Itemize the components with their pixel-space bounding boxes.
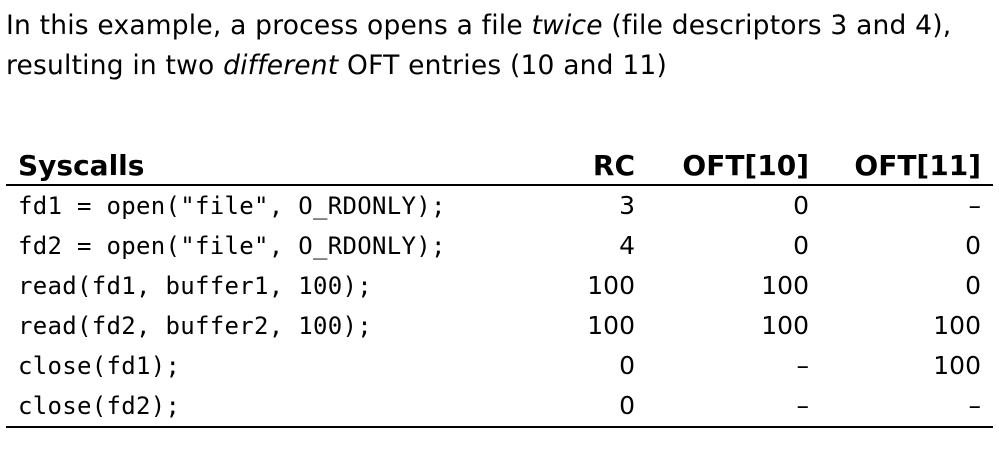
oft10-cell: 100 — [761, 271, 809, 300]
header-oft-10: OFT[10] — [647, 148, 821, 186]
table-row: read(fd2, buffer2, 100); 100 100 100 — [6, 306, 993, 346]
header-syscalls: Syscalls — [6, 148, 540, 186]
syscall-table: Syscalls RC OFT[10] OFT[11] fd1 = open("… — [6, 148, 993, 428]
table-header-row: Syscalls RC OFT[10] OFT[11] — [6, 148, 993, 186]
rc-cell: 4 — [619, 231, 635, 260]
header-oft-11: OFT[11] — [821, 148, 993, 186]
oft11-cell: 0 — [965, 231, 981, 260]
intro-text-1: In this example, a process opens a file — [6, 10, 532, 41]
table-row: read(fd1, buffer1, 100); 100 100 0 — [6, 266, 993, 306]
header-rc: RC — [540, 148, 647, 186]
oft11-cell: 100 — [933, 311, 981, 340]
table-row: close(fd1); 0 – 100 — [6, 346, 993, 386]
rc-cell: 100 — [587, 311, 635, 340]
intro-emphasis-different: different — [223, 50, 339, 81]
syscall-cell: fd1 = open("file", O_RDONLY); — [18, 192, 446, 220]
table-row: fd2 = open("file", O_RDONLY); 4 0 0 — [6, 226, 993, 266]
intro-text-2: (file descriptors 3 and 4), resulting in… — [6, 10, 952, 81]
table-row: fd1 = open("file", O_RDONLY); 3 0 – — [6, 185, 993, 226]
intro-emphasis-twice: twice — [531, 10, 603, 41]
table-row: close(fd2); 0 – – — [6, 386, 993, 428]
oft10-cell: – — [647, 386, 821, 428]
rc-cell: 3 — [619, 191, 635, 220]
oft11-cell: 0 — [965, 271, 981, 300]
oft11-cell: – — [968, 191, 982, 220]
syscall-cell: read(fd1, buffer1, 100); — [18, 272, 372, 300]
oft11-cell: – — [821, 386, 993, 428]
intro-paragraph: In this example, a process opens a file … — [6, 6, 986, 86]
intro-text-3: OFT entries (10 and 11) — [338, 50, 667, 81]
oft11-cell: 100 — [933, 351, 981, 380]
oft10-cell: – — [796, 351, 810, 380]
rc-cell: 100 — [587, 271, 635, 300]
rc-cell: 0 — [619, 351, 635, 380]
oft10-cell: 0 — [793, 231, 809, 260]
syscall-cell: fd2 = open("file", O_RDONLY); — [18, 232, 446, 260]
rc-cell: 0 — [540, 386, 647, 428]
oft10-cell: 100 — [761, 311, 809, 340]
oft10-cell: 0 — [793, 191, 809, 220]
syscall-cell: read(fd2, buffer2, 100); — [18, 312, 372, 340]
syscall-cell: close(fd1); — [18, 352, 181, 380]
syscall-cell: close(fd2); — [6, 386, 540, 428]
